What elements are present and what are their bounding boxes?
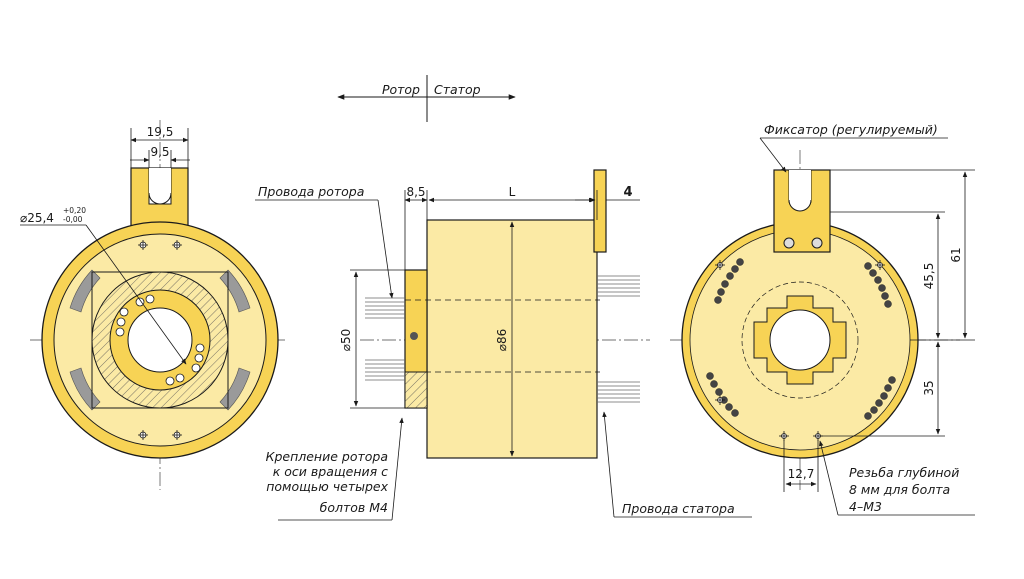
fixator-label: Фиксатор (регулируемый) bbox=[764, 122, 938, 137]
dim-d25-4: ⌀25,4 bbox=[20, 211, 54, 225]
right-thread-holes bbox=[715, 260, 885, 441]
dim-4: 4 bbox=[623, 185, 632, 200]
thread-line-3: 4–М3 bbox=[849, 499, 882, 514]
dim-45-5: 45,5 bbox=[922, 263, 936, 290]
thread-line-1: Резьба глубиной bbox=[849, 465, 959, 480]
dim-d50: ⌀50 bbox=[339, 329, 353, 352]
dim-35: 35 bbox=[922, 380, 936, 395]
stator-wires-label: Провода статора bbox=[622, 501, 735, 516]
left-mount-holes bbox=[138, 240, 182, 440]
dim-12-7: 12,7 bbox=[788, 467, 815, 481]
rotor-wires-label: Провода ротора bbox=[258, 184, 364, 199]
right-contact-dots bbox=[706, 258, 896, 420]
left-view: 19,5 9,5 ⌀25,4 +0,20 -0,00 bbox=[20, 120, 285, 490]
fastening-line-3: помощью четырех bbox=[266, 479, 388, 494]
dim-8-5: 8,5 bbox=[406, 185, 425, 199]
dim-9-5: 9,5 bbox=[150, 145, 169, 159]
thread-line-2: 8 мм для болта bbox=[849, 482, 950, 497]
rotor-wire-bundles bbox=[365, 297, 405, 381]
fastening-line-4: болтов М4 bbox=[320, 500, 388, 515]
tol-plus: +0,20 bbox=[63, 206, 86, 215]
left-bearing-balls bbox=[115, 294, 205, 386]
stator-wire-bundles bbox=[597, 275, 640, 403]
dim-L: L bbox=[509, 185, 516, 199]
stator-label: Статор bbox=[434, 82, 481, 97]
side-view: ⌀50 ⌀86 8,5 L 4 Провода ротора Крепление… bbox=[255, 169, 752, 521]
dim-61: 61 bbox=[949, 247, 963, 262]
right-view: Фиксатор (регулируемый) 61 45,5 35 12,7 … bbox=[670, 122, 975, 516]
dim-19-5: 19,5 bbox=[147, 125, 174, 139]
rotor-label: Ротор bbox=[382, 82, 420, 97]
fastening-line-1: Крепление ротора bbox=[266, 449, 388, 464]
dim-d86: ⌀86 bbox=[495, 329, 509, 352]
tol-minus: -0,00 bbox=[63, 215, 83, 224]
rotor-stator-header: Ротор Статор bbox=[337, 75, 516, 122]
fastening-line-2: к оси вращения с bbox=[273, 464, 388, 479]
side-fixator bbox=[593, 169, 607, 253]
